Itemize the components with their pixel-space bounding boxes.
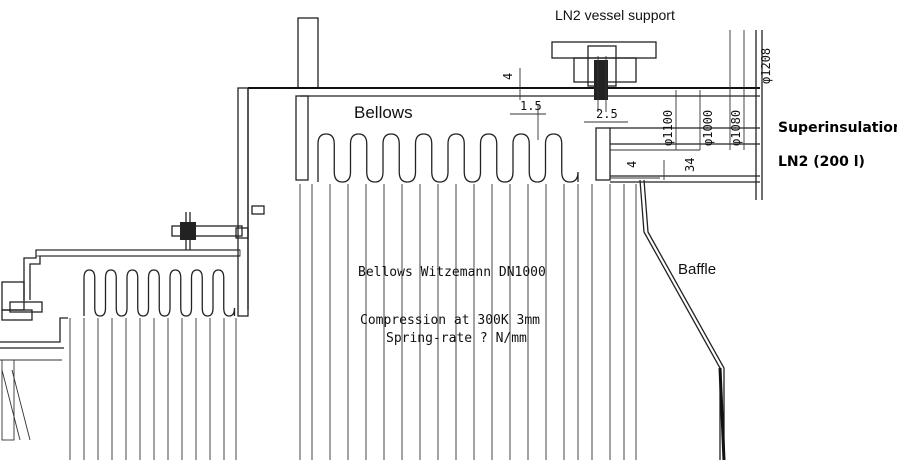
vessel-support-label: LN2 vessel support (555, 7, 675, 23)
compression-label: Compression at 300K 3mm (360, 313, 540, 328)
vessel-outline (235, 17, 763, 310)
left-flange-assembly (0, 249, 241, 441)
dim-4-side: 4 (625, 161, 639, 168)
dim-1100: φ1100 (661, 110, 675, 146)
dim-1000: φ1000 (701, 110, 715, 146)
main-bellows (317, 133, 579, 183)
dim-1208: φ1208 (759, 48, 773, 84)
bellows-model-label: Bellows Witzemann DN1000 (358, 265, 546, 280)
vessel-support (551, 41, 657, 112)
dim-2-5: 2.5 (596, 107, 618, 121)
baffle-plate (639, 179, 726, 460)
spring-rate-label: Spring-rate ? N/mm (386, 331, 527, 346)
bellows-label: Bellows (354, 103, 413, 122)
baffle-label: Baffle (678, 261, 716, 278)
cylinder-shading (69, 184, 637, 460)
dimension-lines (510, 30, 745, 180)
dim-34: 34 (683, 158, 697, 172)
dim-1-5: 1.5 (520, 99, 542, 113)
ln2-label: LN2 (200 l) (778, 154, 865, 170)
bolt-stud (171, 205, 265, 250)
dim-4-top: 4 (501, 73, 515, 80)
superinsulation-label: Superinsulation (778, 120, 897, 136)
small-bellows (83, 87, 249, 317)
dim-1080: φ1080 (729, 110, 743, 146)
